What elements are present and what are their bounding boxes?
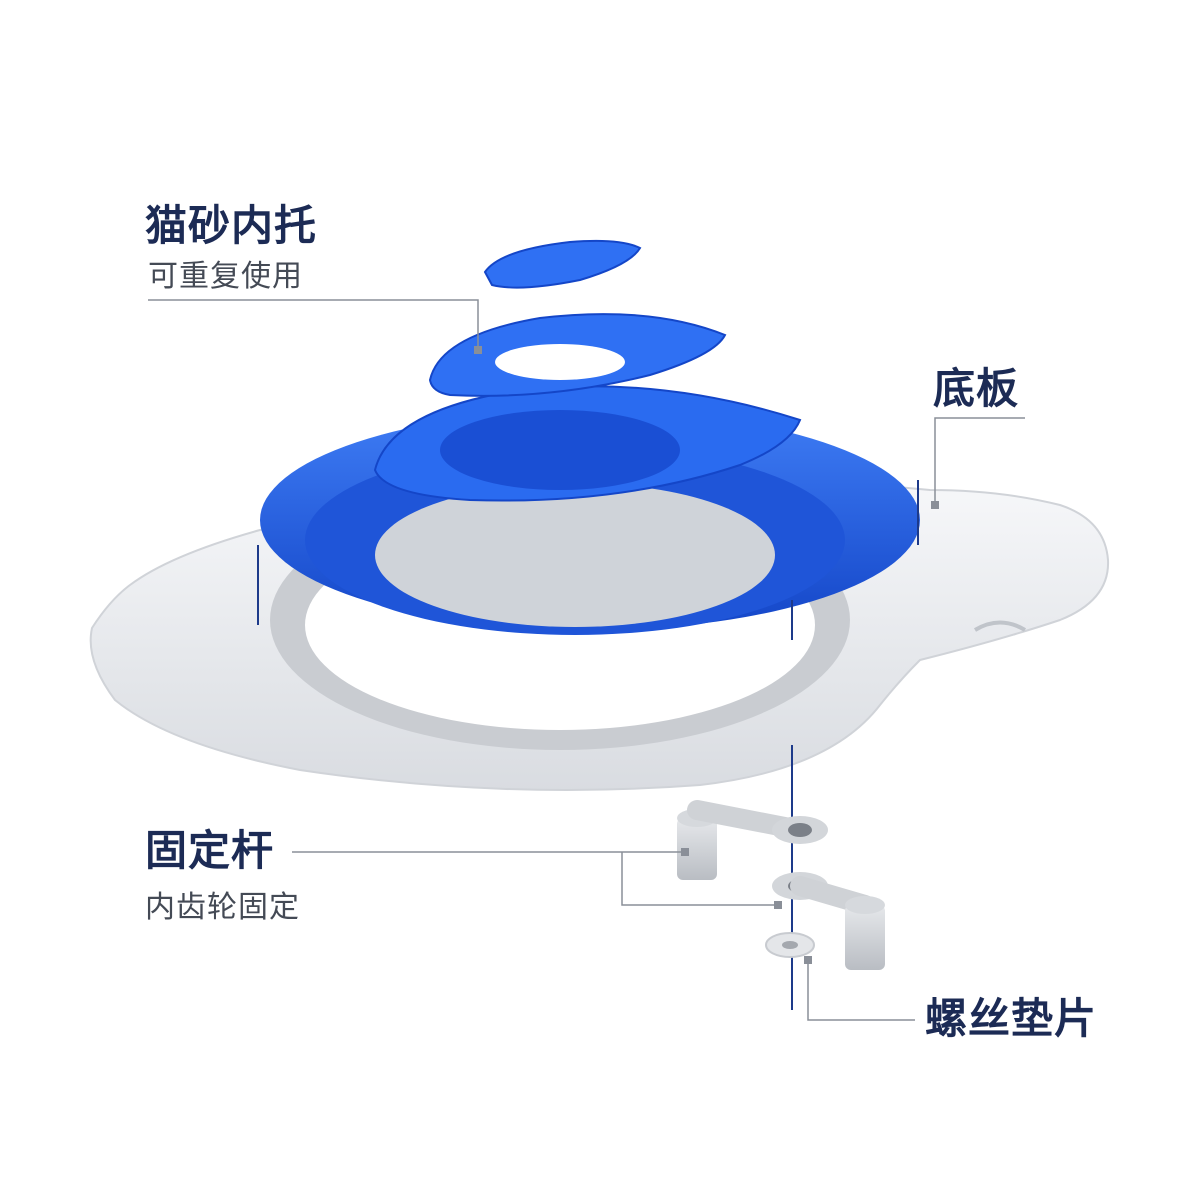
liner-ring (428, 313, 727, 397)
liner-subtitle: 可重复使用 (148, 259, 303, 294)
base-title: 底板 (933, 364, 1020, 413)
rod-title: 固定杆 (145, 826, 275, 875)
fixing-rod-lower (772, 872, 885, 970)
screw-washer (765, 932, 815, 958)
rod-subtitle: 内齿轮固定 (145, 890, 300, 925)
liner-title: 猫砂内托 (145, 201, 318, 250)
fixing-rod-upper (677, 800, 828, 880)
washer-title: 螺丝垫片 (925, 994, 1098, 1043)
liner-top-tray (483, 239, 642, 289)
leader-lines (148, 299, 1025, 1021)
